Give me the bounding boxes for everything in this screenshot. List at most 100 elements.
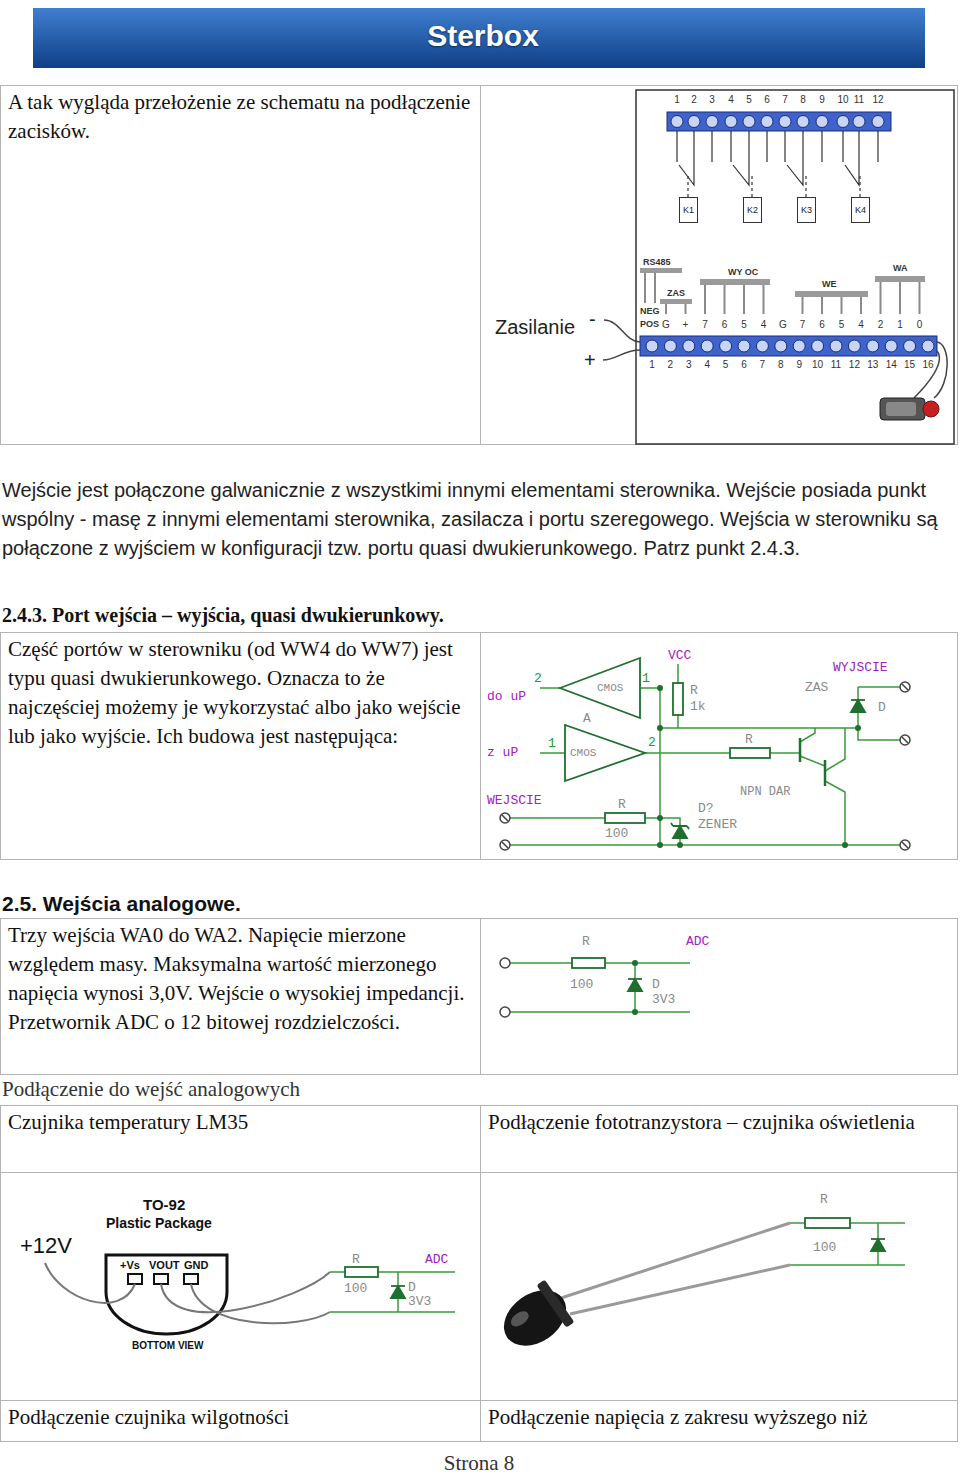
diagram-label: WEJSCIE bbox=[487, 793, 542, 808]
diagram-label: do uP bbox=[487, 689, 526, 704]
controller-board bbox=[603, 90, 954, 444]
diagram-label: ZAS bbox=[805, 680, 828, 695]
diagram-label: 2 bbox=[534, 671, 542, 686]
diagram-label: 7 bbox=[782, 94, 788, 105]
diagram-label: 6 bbox=[722, 319, 728, 330]
diagram-label: 1 bbox=[897, 319, 903, 330]
diagram-label: 100 bbox=[344, 1281, 367, 1296]
diagram-label: +Vs bbox=[120, 1259, 140, 1271]
diagram-label: R bbox=[745, 732, 753, 747]
diagram-label: ZENER bbox=[698, 817, 737, 832]
diagram-label: 1 bbox=[548, 736, 556, 751]
diagram-label: 13 bbox=[867, 359, 878, 370]
diagram-label: G bbox=[662, 319, 670, 330]
section-heading: 2.5. Wejścia analogowe. bbox=[2, 892, 241, 916]
diagram-label: 100 bbox=[813, 1240, 836, 1255]
diagram-label: 9 bbox=[819, 94, 825, 105]
relay-box: K1 bbox=[679, 197, 698, 223]
diagram-label: + bbox=[584, 349, 596, 372]
diagram-label: 3 bbox=[686, 359, 692, 370]
diagram-label: R bbox=[352, 1252, 360, 1267]
section-heading: 2.4.3. Port wejścia – wyjścia, quasi dwu… bbox=[2, 604, 444, 627]
lm35-sensor bbox=[45, 1255, 455, 1334]
diagram-label: 12 bbox=[872, 94, 883, 105]
diagram-label: CMOS bbox=[597, 682, 623, 694]
cell-text: Trzy wejścia WA0 do WA2. Napięcie mierzo… bbox=[8, 921, 472, 1037]
diagram-label: ADC bbox=[425, 1252, 448, 1267]
diagram-label: Plastic Package bbox=[106, 1215, 212, 1231]
diagram-label: 5 bbox=[741, 319, 747, 330]
diagram-label: z uP bbox=[487, 745, 518, 760]
cell-text: Część portów w sterowniku (od WW4 do WW7… bbox=[8, 635, 472, 751]
diagram-label: 3V3 bbox=[408, 1294, 431, 1309]
diagram-label: D bbox=[652, 977, 660, 992]
diagram-label: NPN DAR bbox=[740, 785, 790, 799]
diagram-label: 0 bbox=[917, 319, 923, 330]
diagram-label: WYJSCIE bbox=[833, 660, 888, 675]
diagram-label: 4 bbox=[858, 319, 864, 330]
diagram-label: R bbox=[582, 934, 590, 949]
diagram-label: RS485 bbox=[643, 257, 671, 267]
phototransistor-sensor bbox=[492, 1218, 905, 1359]
diagram-label: 1 bbox=[649, 359, 655, 370]
diagram-label: D bbox=[878, 700, 886, 715]
diagram-label: 3 bbox=[709, 94, 715, 105]
diagram-label: 2 bbox=[691, 94, 697, 105]
text-cell: Podłączenie napięcia z zakresu wyższego … bbox=[480, 1400, 958, 1442]
text-cell: Czujnika temperatury LM35 bbox=[0, 1105, 480, 1172]
relay-name: K2 bbox=[747, 205, 758, 215]
relay-box: K2 bbox=[743, 197, 762, 223]
diagram-label: 3V3 bbox=[652, 992, 675, 1007]
diagram-label: 9 bbox=[796, 359, 802, 370]
diagram-label: VOUT bbox=[149, 1259, 180, 1271]
cell-text: Czujnika temperatury LM35 bbox=[8, 1108, 472, 1137]
text-cell: Podłączenie czujnika wilgotności bbox=[0, 1400, 480, 1442]
quasi-port-schematic bbox=[500, 658, 910, 850]
diagram-label: 7 bbox=[800, 319, 806, 330]
diagram-label: A bbox=[583, 711, 591, 726]
diagram-label: 1 bbox=[674, 94, 680, 105]
text-cell: Trzy wejścia WA0 do WA2. Napięcie mierzo… bbox=[0, 918, 480, 1075]
diagram-label: R bbox=[690, 683, 698, 698]
diagram-label: 11 bbox=[831, 359, 841, 370]
diagram-label: 6 bbox=[819, 319, 825, 330]
diagram-label: POS bbox=[640, 319, 659, 329]
diagram-label: 2 bbox=[668, 359, 674, 370]
header-bar bbox=[33, 8, 925, 68]
diagram-label: NEG bbox=[640, 306, 660, 316]
diagram-label: + bbox=[683, 319, 689, 330]
diagram-label: 8 bbox=[800, 94, 806, 105]
diagram-label: 10 bbox=[812, 359, 823, 370]
diagram-label: WE bbox=[822, 279, 837, 289]
diagram-label: D bbox=[408, 1280, 416, 1295]
relay-name: K1 bbox=[683, 205, 694, 215]
text-cell: Podłączenie fototranzystora – czujnika o… bbox=[480, 1105, 958, 1172]
diagram-label: Strona 8 bbox=[444, 1452, 515, 1474]
diagram-label: 4 bbox=[704, 359, 710, 370]
diagram-label: G bbox=[779, 319, 787, 330]
diagram-label: 2 bbox=[878, 319, 884, 330]
diagram-label: BOTTOM VIEW bbox=[132, 1340, 203, 1351]
diagram-label: GND bbox=[184, 1259, 208, 1271]
diagram-label: D? bbox=[698, 801, 714, 816]
diagram-label: 6 bbox=[764, 94, 770, 105]
relay-box: K3 bbox=[797, 197, 816, 223]
diagram-label: 7 bbox=[702, 319, 708, 330]
diagram-label: TO-92 bbox=[143, 1196, 185, 1213]
diagram-label: VCC bbox=[668, 648, 691, 663]
page-title: Sterbox bbox=[427, 19, 539, 53]
text-cell: Część portów w sterowniku (od WW4 do WW7… bbox=[0, 632, 480, 860]
diagram-label: 14 bbox=[886, 359, 897, 370]
diagram-label: ADC bbox=[686, 934, 709, 949]
diagram-label: Zasilanie bbox=[495, 316, 575, 339]
table-grid bbox=[0, 85, 958, 1442]
text-cell: A tak wygląda przełożenie ze schematu na… bbox=[0, 85, 480, 445]
cell-text: Podłączenie napięcia z zakresu wyższego … bbox=[488, 1403, 950, 1432]
body-paragraph: Wejście jest połączone galwanicznie z ws… bbox=[2, 476, 952, 563]
relay-box: K4 bbox=[851, 197, 870, 223]
diagram-label: WY OC bbox=[728, 267, 758, 277]
diagram-label: 1k bbox=[690, 699, 706, 714]
diagram-label: WA bbox=[893, 263, 908, 273]
diagram-label: Podłączenie do wejść analogowych bbox=[2, 1078, 300, 1100]
diagram-label: 16 bbox=[922, 359, 933, 370]
